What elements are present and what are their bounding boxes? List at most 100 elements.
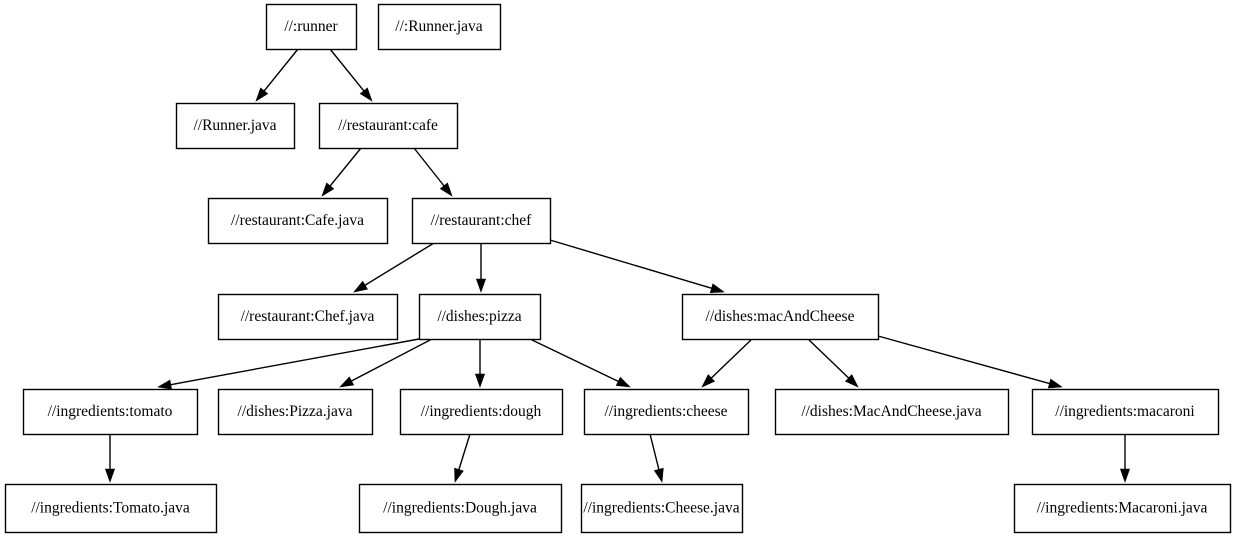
graph-node-ing_cheese_java[interactable]: //ingredients:Cheese.java	[580, 483, 744, 534]
node-box[interactable]	[580, 483, 744, 534]
edge-arrowhead-icon	[474, 373, 486, 388]
edge-line	[262, 48, 299, 93]
graph-edge	[474, 339, 486, 388]
graph-edge	[1119, 434, 1131, 483]
graph-edge	[529, 338, 631, 388]
graph-edge	[807, 338, 859, 388]
node-label: //dishes:macAndCheese	[706, 308, 855, 325]
edge-arrowhead-icon	[701, 374, 716, 388]
node-label: //restaurant:chef	[431, 212, 533, 229]
edge-arrowhead-icon	[439, 182, 453, 197]
edge-line	[328, 147, 362, 188]
graph-node-runner[interactable]: //:runner	[265, 3, 358, 51]
node-box[interactable]	[175, 102, 296, 150]
graph-node-dishes_macandcheese[interactable]: //dishes:macAndCheese	[681, 293, 880, 341]
graph-node-ing_dough[interactable]: //ingredients:dough	[399, 388, 564, 436]
graph-edge	[454, 433, 471, 483]
node-box[interactable]	[418, 293, 542, 341]
graph-edge	[649, 433, 664, 483]
graph-node-restaurant_chef_java[interactable]: //restaurant:Chef.java	[217, 293, 399, 341]
node-label: //ingredients:Macaroni.java	[1037, 500, 1208, 517]
node-box[interactable]	[681, 293, 880, 341]
node-box[interactable]	[1013, 483, 1232, 534]
graph-edge	[877, 335, 1063, 389]
edge-arrowhead-icon	[339, 376, 355, 388]
edge-arrowhead-icon	[653, 467, 664, 483]
edge-arrowhead-icon	[157, 379, 172, 390]
node-label: //ingredients:tomato	[48, 403, 173, 420]
graph-node-ing_dough_java[interactable]: //ingredients:Dough.java	[358, 483, 563, 534]
edge-line	[549, 239, 714, 290]
graph-node-runner_java[interactable]: //Runner.java	[175, 102, 296, 150]
node-box[interactable]	[583, 388, 750, 436]
node-box[interactable]	[774, 388, 1010, 436]
graph-edge	[329, 48, 373, 102]
node-box[interactable]	[318, 102, 459, 150]
edge-arrowhead-icon	[353, 280, 368, 293]
node-box[interactable]	[377, 3, 502, 51]
edge-arrowhead-icon	[475, 278, 487, 293]
graph-node-restaurant_cafe_java[interactable]: //restaurant:Cafe.java	[207, 197, 389, 245]
node-label: //:Runner.java	[395, 18, 483, 35]
node-label: //ingredients:macaroni	[1055, 403, 1195, 420]
edges-layer	[104, 48, 1131, 483]
node-box[interactable]	[265, 3, 358, 51]
node-label: //dishes:Pizza.java	[238, 403, 353, 420]
node-box[interactable]	[358, 483, 563, 534]
edge-arrowhead-icon	[709, 283, 725, 294]
node-box[interactable]	[399, 388, 564, 436]
graph-node-root_runner_java[interactable]: //:Runner.java	[377, 3, 502, 51]
graph-node-dishes_pizza_java[interactable]: //dishes:Pizza.java	[217, 388, 374, 436]
graph-node-restaurant_chef[interactable]: //restaurant:chef	[411, 197, 552, 245]
graph-edge	[413, 147, 453, 197]
node-label: //ingredients:dough	[421, 403, 542, 420]
node-box[interactable]	[1031, 388, 1220, 436]
node-label: //:runner	[284, 18, 338, 35]
edge-line	[168, 338, 420, 386]
node-label: //Runner.java	[193, 117, 276, 134]
node-box[interactable]	[217, 388, 374, 436]
node-box[interactable]	[22, 388, 199, 436]
graph-node-ing_cheese[interactable]: //ingredients:cheese	[583, 388, 750, 436]
nodes-layer: //:runner //:Runner.java //Runner.java //re…	[4, 3, 1232, 534]
graph-edge	[549, 239, 725, 294]
edge-line	[807, 338, 851, 380]
edge-arrowhead-icon	[1047, 378, 1063, 389]
node-box[interactable]	[411, 197, 552, 245]
graph-edge	[104, 434, 116, 483]
edge-arrowhead-icon	[321, 182, 335, 197]
node-label: //ingredients:cheese	[604, 403, 727, 420]
node-label: //dishes:MacAndCheese.java	[801, 403, 981, 420]
edge-arrowhead-icon	[615, 376, 631, 388]
graph-node-dishes_mac_java[interactable]: //dishes:MacAndCheese.java	[774, 388, 1010, 436]
graph-node-restaurant_cafe[interactable]: //restaurant:cafe	[318, 102, 459, 150]
edge-line	[413, 147, 446, 188]
edge-arrowhead-icon	[104, 468, 116, 483]
node-label: //ingredients:Tomato.java	[31, 500, 190, 517]
graph-node-ing_macaroni_java[interactable]: //ingredients:Macaroni.java	[1013, 483, 1232, 534]
graph-node-dishes_pizza[interactable]: //dishes:pizza	[418, 293, 542, 341]
edge-line	[457, 433, 471, 472]
edge-line	[649, 433, 661, 472]
node-label: //ingredients:Cheese.java	[583, 500, 739, 517]
edge-line	[329, 48, 366, 93]
edge-line	[363, 242, 435, 287]
graph-node-ing_macaroni[interactable]: //ingredients:macaroni	[1031, 388, 1220, 436]
edge-line	[529, 338, 621, 383]
node-box[interactable]	[217, 293, 399, 341]
graph-edge	[701, 338, 753, 388]
graph-node-ing_tomato[interactable]: //ingredients:tomato	[22, 388, 199, 436]
graph-edge	[353, 242, 435, 293]
node-box[interactable]	[4, 483, 218, 534]
edge-arrowhead-icon	[1119, 468, 1131, 483]
edge-arrowhead-icon	[255, 87, 269, 102]
node-box[interactable]	[207, 197, 389, 245]
edge-line	[877, 335, 1052, 385]
edge-line	[349, 338, 433, 383]
node-label: //restaurant:Cafe.java	[231, 212, 364, 229]
graph-node-ing_tomato_java[interactable]: //ingredients:Tomato.java	[4, 483, 218, 534]
graph-edge	[321, 147, 362, 197]
graph-edge	[475, 243, 487, 293]
